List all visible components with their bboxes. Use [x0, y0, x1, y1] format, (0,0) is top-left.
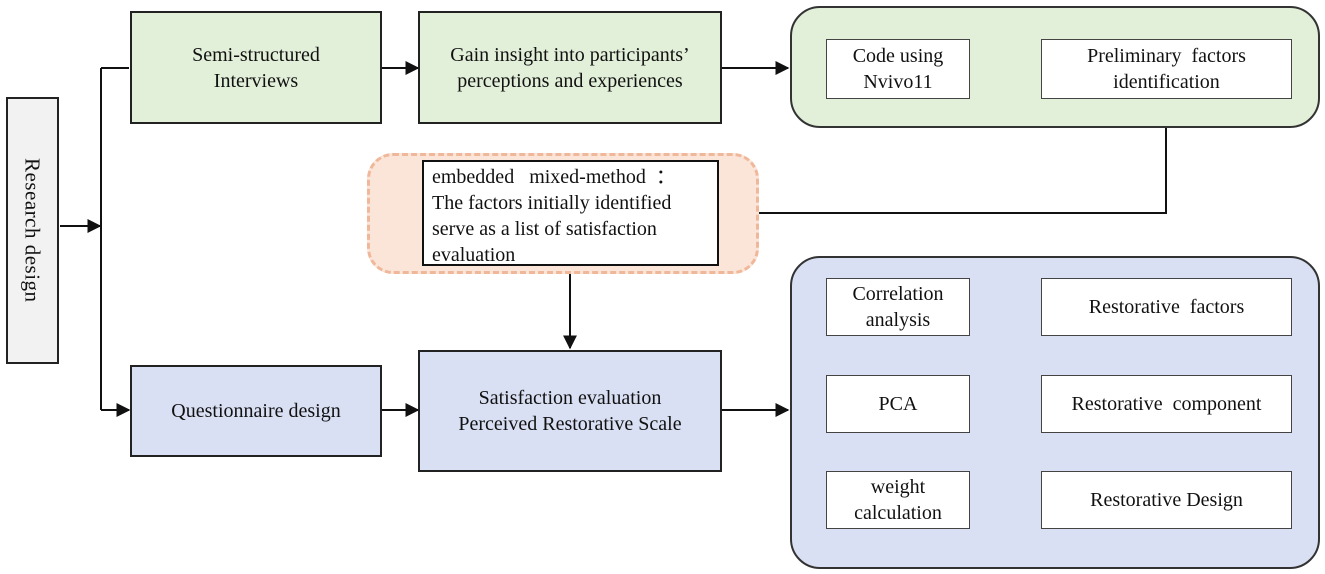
embedded-mixed-method-box: embedded mixed-method ： The factors init…	[422, 160, 719, 266]
embedded-line-3: serve as a list of satisfaction	[432, 218, 657, 240]
restorative-design-box: Restorative Design	[1041, 471, 1292, 529]
insight-line-2: perceptions and experiences	[457, 69, 683, 92]
satisfaction-line-1: Satisfaction evaluation	[478, 387, 662, 409]
connector-group-to-embedded	[718, 128, 1167, 220]
restorative-factors-label: Restorative factors	[1088, 296, 1245, 318]
restorative-factors-box: Restorative factors	[1041, 278, 1292, 336]
embedded-line-1: embedded mixed-method ：	[432, 166, 676, 188]
semi-structured-interviews-box: Semi-structured Interviews	[130, 11, 382, 124]
satisfaction-evaluation-box: Satisfaction evaluation Perceived Restor…	[418, 350, 722, 472]
restorative-component-box: Restorative component	[1041, 375, 1292, 433]
gain-insight-box: Gain insight into participants’ percepti…	[418, 11, 722, 124]
satisfaction-line-2: Perceived Restorative Scale	[458, 413, 682, 435]
preliminary-factors-box: Preliminary factors identification	[1041, 39, 1292, 99]
interviews-line-1: Semi-structured	[192, 43, 320, 66]
correlation-line-2: analysis	[865, 309, 931, 331]
weight-calculation-box: weight calculation	[826, 471, 970, 529]
interviews-line-2: Interviews	[213, 69, 299, 92]
weight-line-1: weight	[870, 476, 926, 498]
embedded-line-2: The factors initially identified	[432, 192, 672, 214]
correlation-analysis-box: Correlation analysis	[826, 278, 970, 336]
pca-box: PCA	[826, 375, 970, 433]
pca-label: PCA	[878, 393, 918, 415]
preliminary-line-2: identification	[1113, 71, 1220, 93]
code-nvivo-box: Code using Nvivo11	[826, 39, 970, 99]
research-design-box: Research design	[6, 97, 59, 364]
insight-line-1: Gain insight into participants’	[450, 43, 690, 66]
questionnaire-label: Questionnaire design	[171, 400, 341, 422]
code-line-2: Nvivo11	[863, 71, 933, 93]
code-line-1: Code using	[852, 45, 944, 67]
preliminary-line-1: Preliminary factors	[1087, 45, 1246, 67]
research-design-label: Research design	[20, 158, 45, 303]
embedded-line-4: evaluation	[432, 244, 516, 266]
correlation-line-1: Correlation	[852, 283, 944, 305]
restorative-component-label: Restorative component	[1071, 393, 1262, 415]
restorative-design-label: Restorative Design	[1090, 489, 1243, 511]
questionnaire-design-box: Questionnaire design	[130, 365, 382, 457]
weight-line-2: calculation	[854, 502, 942, 524]
